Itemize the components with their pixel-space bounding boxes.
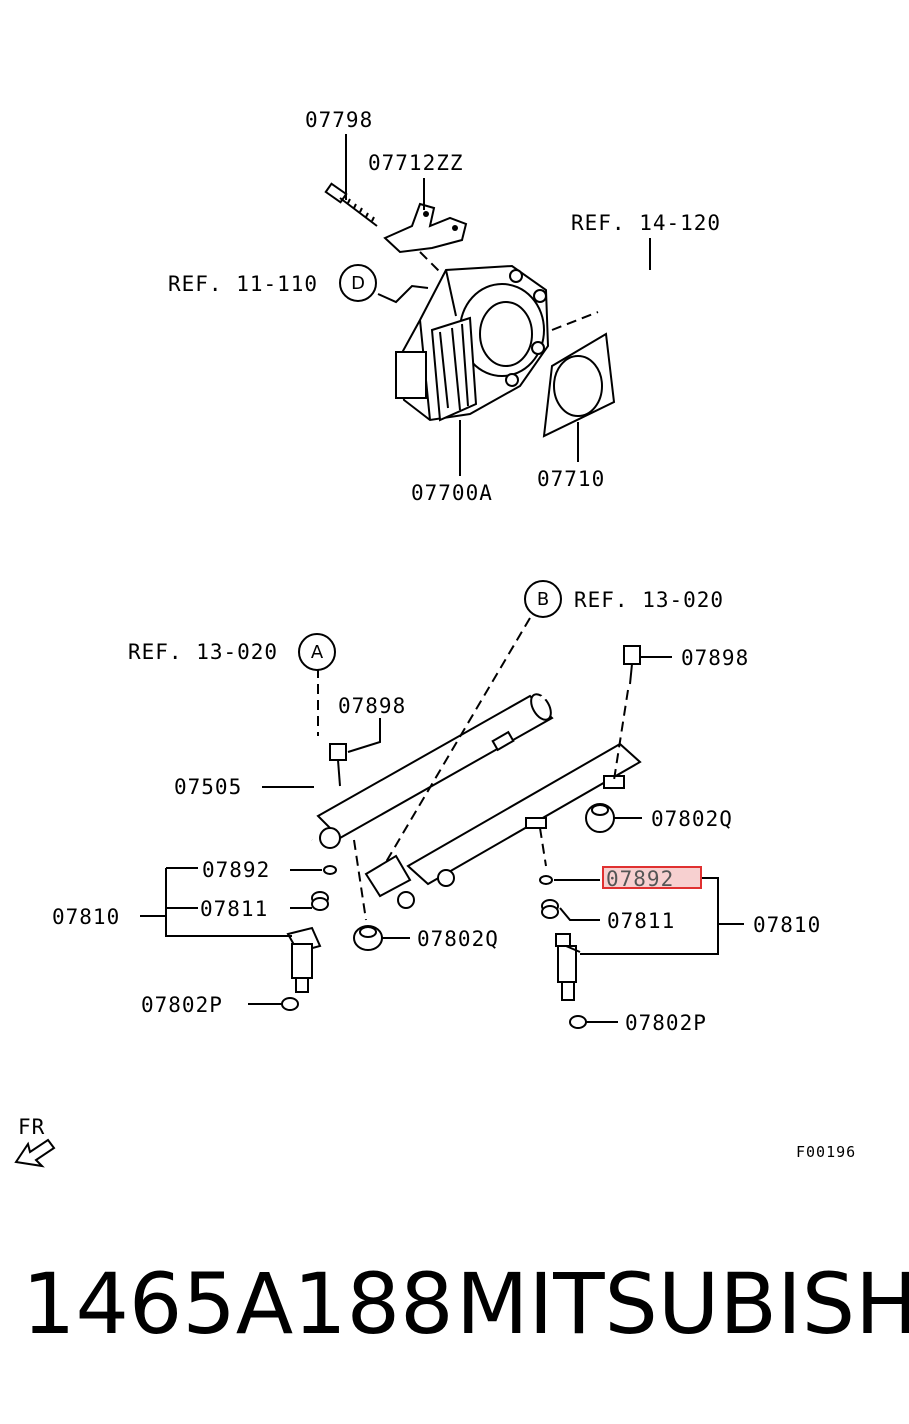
- label-07811-right: 07811: [607, 909, 675, 933]
- front-arrow-icon: [14, 1138, 56, 1168]
- insulator-07802Q-left: [353, 925, 383, 951]
- seal-07802P-left: [281, 997, 299, 1011]
- hose-ref-14-120: [593, 271, 699, 315]
- label-07892-left: 07892: [202, 858, 270, 882]
- grommet-07811-left: [311, 891, 329, 911]
- callout-b: B: [524, 580, 562, 618]
- label-ref-14-120: REF. 14-120: [571, 211, 721, 235]
- fr-label: FR: [18, 1115, 45, 1139]
- o-ring-07892-left: [323, 865, 337, 875]
- label-07712ZZ: 07712ZZ: [368, 151, 464, 175]
- bolt-07798: [324, 182, 378, 227]
- brand-name: MITSUBISHI: [456, 1255, 909, 1353]
- label-ref-13-020-b: REF. 13-020: [574, 588, 724, 612]
- injector-07810-left: [286, 926, 322, 993]
- label-07810-left: 07810: [52, 905, 120, 929]
- bracket-07712ZZ: [383, 202, 468, 254]
- label-07802P-left: 07802P: [141, 993, 223, 1017]
- bolt-07898-top: [623, 645, 641, 685]
- label-07802Q-left: 07802Q: [417, 927, 499, 951]
- fuel-rail-group: [140, 617, 744, 1029]
- part-number: 1465A188: [22, 1255, 454, 1353]
- throttle-body-group: [324, 134, 699, 476]
- label-ref-13-020-a: REF. 13-020: [128, 640, 278, 664]
- bolt-07898-left: [329, 743, 347, 787]
- svg-text:B: B: [537, 589, 549, 610]
- highlight-07892-right: 07892: [602, 866, 702, 891]
- label-07892-right: 07892: [606, 867, 674, 891]
- seal-07802P-right: [569, 1015, 587, 1029]
- insulator-07802Q-right: [585, 803, 615, 833]
- throttle-body-07700A: [395, 264, 550, 422]
- svg-text:A: A: [311, 642, 324, 663]
- label-07710: 07710: [537, 467, 605, 491]
- label-07810-right: 07810: [753, 913, 821, 937]
- label-07802P-right: 07802P: [625, 1011, 707, 1035]
- label-07700A: 07700A: [411, 481, 493, 505]
- grommet-07811-right: [541, 899, 559, 919]
- o-ring-07892-right: [539, 875, 553, 885]
- label-07811-left: 07811: [200, 897, 268, 921]
- label-07898-left: 07898: [338, 694, 406, 718]
- label-07798: 07798: [305, 108, 373, 132]
- label-07898-top: 07898: [681, 646, 749, 670]
- label-07802Q-right: 07802Q: [651, 807, 733, 831]
- figure-code: F00196: [796, 1143, 856, 1161]
- callout-a: A: [298, 633, 336, 671]
- gasket-07710: [542, 332, 616, 438]
- label-07505: 07505: [174, 775, 242, 799]
- label-ref-11-110: REF. 11-110: [168, 272, 318, 296]
- callout-d: D: [339, 264, 377, 302]
- front-direction-indicator: FR: [14, 1115, 56, 1168]
- svg-text:D: D: [351, 273, 365, 294]
- injector-07810-right: [555, 933, 581, 1001]
